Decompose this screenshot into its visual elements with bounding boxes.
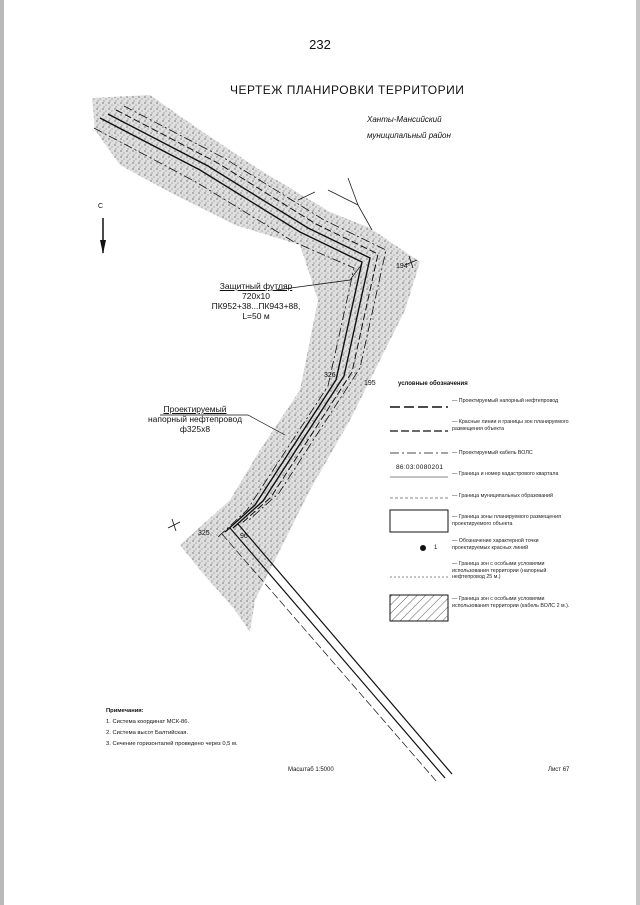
district-label: Ханты-Мансийский муниципальный район bbox=[367, 112, 451, 144]
legend-symbol-point bbox=[420, 545, 426, 551]
district-line-1: Ханты-Мансийский bbox=[367, 115, 442, 124]
pipeline-type: напорный нефтепровод bbox=[147, 414, 243, 424]
point-label-96: 96 bbox=[240, 533, 248, 540]
notes-heading: Примечания: bbox=[106, 708, 144, 714]
pipeline-south bbox=[221, 523, 453, 783]
point-label-325: 325 bbox=[198, 530, 210, 537]
legend-item-fiber-cable: — Проектируемый кабель ВОЛС bbox=[452, 450, 533, 456]
sheet-label: Лист 67 bbox=[548, 767, 570, 773]
pipeline-title: Проектируемый bbox=[163, 404, 227, 414]
leader-lines bbox=[160, 263, 363, 436]
point-label-194: 194 bbox=[396, 263, 408, 270]
scan-edge-left bbox=[0, 0, 4, 905]
legend-item-zone-cable: — Граница зон с особыми условиями исполь… bbox=[452, 596, 570, 609]
north-label: С bbox=[98, 203, 104, 210]
scale-label: Масштаб 1:5000 bbox=[288, 767, 334, 773]
legend-item-point: — Обозначение характерной точки проектир… bbox=[452, 538, 539, 551]
legend-symbols bbox=[389, 406, 449, 622]
sheet-title: ЧЕРТЕЖ ПЛАНИРОВКИ ТЕРРИТОРИИ bbox=[230, 83, 465, 97]
legend-item-municipal: — Граница муниципальных образований bbox=[452, 493, 553, 499]
note-item: 2. Система высот Балтийская. bbox=[106, 730, 189, 736]
legend-item-red-lines: — Красные линии и границы зон планируемо… bbox=[452, 419, 569, 432]
pipeline-callout: Проектируемый напорный нефтепровод ф325х… bbox=[140, 404, 250, 434]
legend-item-zone: — Граница зоны планируемого размещения п… bbox=[452, 514, 561, 527]
district-line-2: муниципальный район bbox=[367, 131, 451, 140]
legend-symbol-hatch-box bbox=[389, 594, 449, 622]
casing-pk: ПК952+38...ПК943+88, bbox=[211, 301, 301, 311]
notes: Примечания: 1. Система координат МСК-86.… bbox=[106, 706, 238, 750]
north-arrow-icon bbox=[100, 218, 106, 254]
pipeline-diameter: ф325х8 bbox=[179, 424, 211, 434]
legend-item-pipeline: — Проектируемый напорный нефтепровод bbox=[452, 398, 559, 404]
cross-markers bbox=[167, 255, 418, 532]
page-number: 232 bbox=[309, 37, 331, 52]
terrain-corridor bbox=[92, 95, 420, 632]
cadastral-number: 86:03:0080201 bbox=[396, 464, 444, 471]
legend-symbol-zone-box bbox=[389, 509, 449, 533]
legend-item-cadastral: — Граница и номер кадастрового квартала bbox=[452, 471, 559, 477]
point-label-195: 195 bbox=[364, 380, 376, 387]
casing-callout: Защитный футляр 720х10 ПК952+38...ПК943+… bbox=[196, 281, 316, 321]
road-junction bbox=[297, 177, 373, 231]
point-label-326: 326 bbox=[324, 372, 336, 379]
note-item: 3. Сечение горизонталей проведено через … bbox=[106, 741, 238, 747]
legend-item-zone-25m: — Граница зон с особыми условиями исполь… bbox=[452, 561, 547, 580]
casing-title: Защитный футляр bbox=[219, 281, 293, 291]
casing-length: L=50 м bbox=[242, 311, 270, 321]
scan-edge-right bbox=[636, 0, 640, 905]
casing-size: 720х10 bbox=[242, 291, 270, 301]
legend-title: условные обозначения bbox=[398, 381, 468, 387]
point-number-label: 1 bbox=[434, 545, 438, 551]
pipeline-lines bbox=[93, 105, 387, 539]
note-item: 1. Система координат МСК-86. bbox=[106, 719, 190, 725]
